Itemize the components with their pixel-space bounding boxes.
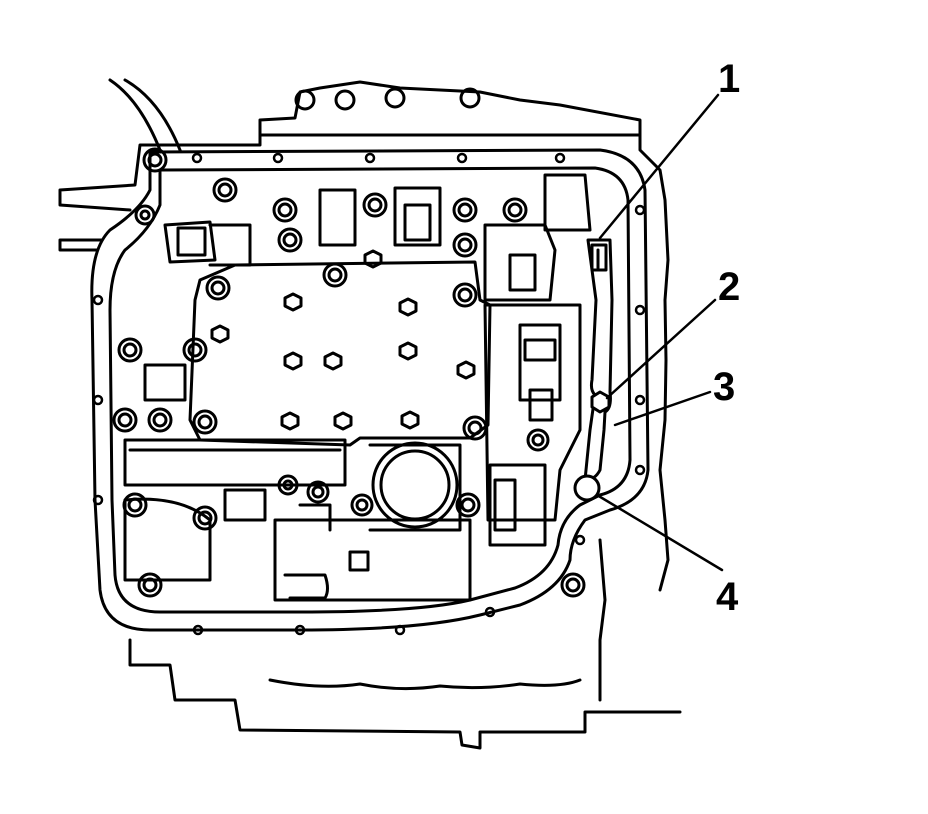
lower-components	[123, 363, 347, 582]
detent-spring-bolt	[590, 390, 611, 414]
callout-leaders	[595, 93, 724, 572]
detent-spring-roller	[573, 474, 601, 502]
callout-1: 1	[718, 57, 740, 101]
callout-3: 3	[713, 365, 735, 409]
gasket-outline	[90, 148, 650, 632]
callout-2: 2	[718, 265, 740, 309]
bolts	[112, 87, 586, 598]
manual-valve-body	[483, 303, 582, 547]
callout-4: 4	[716, 575, 739, 619]
lower-bracket	[273, 503, 472, 602]
upper-components	[163, 173, 592, 302]
detent-spring-assembly	[573, 238, 614, 502]
gasket-holes	[92, 152, 646, 636]
valve-body-outline	[108, 166, 632, 614]
